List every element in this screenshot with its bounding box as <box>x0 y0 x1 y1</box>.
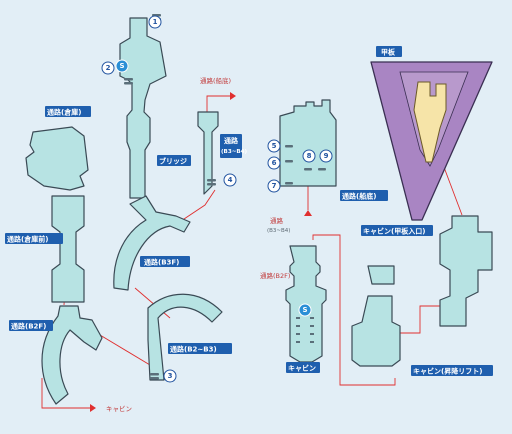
svg-text:キャビン(昇降リフト): キャビン(昇降リフト) <box>413 367 482 376</box>
marker-5[interactable]: 5 <box>267 139 281 153</box>
stair-icon <box>207 179 216 182</box>
room-cabin-lift <box>367 265 395 285</box>
label-cabin-lift: キャビン(昇降リフト) <box>411 365 493 376</box>
tag-b3-b4-sub: (B3~B4) <box>267 228 290 234</box>
svg-text:7: 7 <box>272 182 277 190</box>
label-passage-warehouse: 通路(倉庫) <box>45 106 91 117</box>
marker-8[interactable]: 8 <box>302 149 316 163</box>
stair-icon <box>124 78 133 81</box>
svg-text:通路(B2F): 通路(B2F) <box>11 322 46 331</box>
label-passage-b3f: 通路(B3F) <box>140 256 190 267</box>
save-point-icon[interactable]: S <box>115 59 129 73</box>
stair-icon <box>150 373 159 376</box>
stair-icon <box>285 145 293 148</box>
label-passage-warehouse-front: 通路(倉庫前) <box>5 233 63 244</box>
markers: 1 2 S 4 3 5 6 7 <box>101 15 333 383</box>
location-labels: 通路(倉庫) 通路(倉庫前) 通路(B2F) ブリッジ 通路(B3F) 通路(B… <box>5 46 493 376</box>
svg-text:キャビン: キャビン <box>288 364 316 373</box>
stair-icon <box>207 183 216 186</box>
marker-1[interactable]: 1 <box>148 15 162 29</box>
svg-text:通路(B2~B3): 通路(B2~B3) <box>170 345 217 354</box>
svg-text:通路(倉庫): 通路(倉庫) <box>47 108 81 117</box>
label-passage-hold: 通路(船底) <box>340 190 388 201</box>
room-passage-warehouse-front <box>51 195 85 303</box>
label-bridge: ブリッジ <box>157 155 191 166</box>
arrow-to-b3b4-icon <box>304 210 312 216</box>
cabin-ladder <box>296 317 314 343</box>
svg-text:通路: 通路 <box>224 136 239 145</box>
label-passage-b2f: 通路(B2F) <box>9 320 53 331</box>
tag-to-cabin[interactable]: キャビン <box>106 404 132 413</box>
deck-core <box>413 81 447 163</box>
room-passage-b2f <box>41 305 103 405</box>
rooms <box>25 17 493 405</box>
stair-icon <box>304 168 312 171</box>
room-cabin-lift-lower <box>351 295 401 367</box>
svg-text:通路(倉庫前): 通路(倉庫前) <box>7 235 48 244</box>
marker-4[interactable]: 4 <box>223 173 237 187</box>
marker-7[interactable]: 7 <box>267 179 281 193</box>
arrow-to-cabin-icon <box>90 404 96 412</box>
svg-text:S: S <box>302 306 307 314</box>
marker-2[interactable]: 2 <box>101 61 115 75</box>
tag-from-b2f[interactable]: 通路(B2F) <box>260 271 290 280</box>
svg-text:S: S <box>119 62 124 70</box>
svg-text:(B3~B4): (B3~B4) <box>221 149 248 155</box>
room-passage-b2-b3 <box>147 293 223 381</box>
svg-text:甲板: 甲板 <box>381 48 396 57</box>
marker-6[interactable]: 6 <box>267 156 281 170</box>
svg-text:2: 2 <box>106 64 111 72</box>
stair-icon <box>285 160 293 163</box>
label-passage-b2-b3: 通路(B2~B3) <box>168 343 232 354</box>
stair-icon <box>318 168 326 171</box>
label-passage-b3-b4: 通路 (B3~B4) <box>220 134 248 158</box>
room-bridge <box>119 17 167 199</box>
label-deck: 甲板 <box>376 46 402 57</box>
exit-tags: 通路(船底) 通路 (B3~B4) 通路(B2F) キャビン <box>106 76 290 413</box>
marker-9[interactable]: 9 <box>319 149 333 163</box>
tag-to-hold[interactable]: 通路(船底) <box>200 76 231 85</box>
svg-text:通路(船底): 通路(船底) <box>342 192 376 201</box>
room-passage-hold <box>279 99 337 187</box>
svg-text:4: 4 <box>228 176 233 184</box>
room-passage-b3f <box>113 195 191 291</box>
marker-3[interactable]: 3 <box>163 369 177 383</box>
arrow-to-hold-icon <box>230 92 236 100</box>
label-cabin-deck-entrance: キャビン(甲板入口) <box>361 225 433 236</box>
room-passage-b3-b4 <box>197 111 219 195</box>
stair-icon <box>150 377 159 380</box>
svg-text:9: 9 <box>324 152 329 160</box>
svg-text:1: 1 <box>153 18 158 26</box>
svg-text:ブリッジ: ブリッジ <box>159 157 187 166</box>
svg-text:6: 6 <box>272 159 277 167</box>
stair-icon <box>285 182 293 185</box>
svg-text:3: 3 <box>168 372 173 380</box>
room-passage-warehouse <box>25 126 89 191</box>
svg-text:5: 5 <box>272 142 277 150</box>
svg-text:通路(B3F): 通路(B3F) <box>144 258 179 267</box>
label-cabin: キャビン <box>286 362 320 373</box>
svg-text:8: 8 <box>307 152 312 160</box>
room-cabin-deck-entrance <box>439 215 493 327</box>
stair-icon <box>124 82 133 85</box>
save-point-icon[interactable]: S <box>298 303 312 317</box>
tag-b3-b4-title[interactable]: 通路 <box>270 216 284 225</box>
svg-text:キャビン(甲板入口): キャビン(甲板入口) <box>363 227 425 236</box>
